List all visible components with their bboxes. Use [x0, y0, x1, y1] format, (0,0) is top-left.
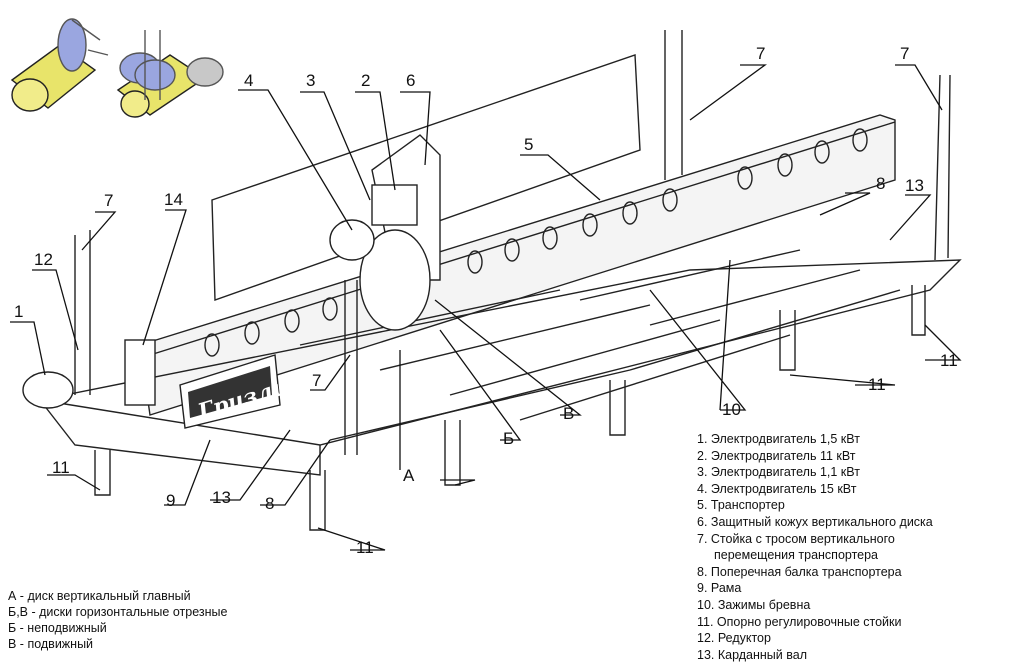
callout-14: 14	[164, 190, 183, 209]
legend-item: 1. Электродвигатель 1,5 кВт	[697, 432, 860, 446]
legend-item: 13. Карданный вал	[697, 647, 807, 662]
callout-V: В	[563, 404, 574, 423]
inset-horizontal-disks	[116, 30, 224, 118]
callout-10: 10	[722, 400, 741, 419]
callout-3: 3	[306, 71, 315, 90]
callout-12: 12	[34, 250, 53, 269]
inset-vertical-disk	[10, 18, 109, 112]
legend-item: 9. Рама	[697, 581, 742, 596]
callout-2: 2	[361, 71, 370, 90]
legend-item: 6. Защитный кожух вертикального диска	[697, 514, 933, 529]
legend-disk-item: А - диск вертикальный главный	[8, 589, 191, 603]
callout-8-right: 8	[876, 174, 885, 193]
callout-13-left: 13	[212, 488, 231, 507]
callout-13-right: 13	[905, 176, 924, 195]
callout-7-right: 7	[900, 44, 909, 63]
legend-item: 11. Опорно регулировочные стойки	[697, 614, 902, 629]
legend-components: 1. Электродвигатель 1,5 кВт 2. Электродв…	[697, 431, 933, 663]
legend-item: 8. Поперечная балка транспортера	[697, 564, 902, 579]
callout-labels: 4 3 2 6 5 7 7 7 12 1 14 8 13 7 10 11 11 …	[14, 44, 958, 557]
legend-item: 10. Зажимы бревна	[697, 597, 811, 612]
legend-item: 3. Электродвигатель 1,1 кВт	[697, 465, 860, 480]
callout-1: 1	[14, 302, 23, 321]
callout-9: 9	[166, 491, 175, 510]
callout-5: 5	[524, 135, 533, 154]
machine-lines	[10, 18, 962, 531]
callout-B: Б	[503, 429, 514, 448]
legend-item-continuation: перемещения транспортера	[714, 548, 879, 563]
legend-item: 5. Транспортер	[697, 498, 785, 513]
beam-holes	[204, 128, 868, 357]
callout-11-mid: 11	[868, 375, 886, 394]
legend-disk-item: Б,В - диски горизонтальные отрезные	[8, 605, 228, 619]
callout-11-left: 11	[52, 458, 70, 477]
legend-item: 2. Электродвигатель 11 кВт	[697, 448, 856, 463]
callout-7-center: 7	[312, 371, 321, 390]
callout-6: 6	[406, 71, 415, 90]
callout-7-top: 7	[756, 44, 765, 63]
legend-item: 4. Электродвигатель 15 кВт	[697, 481, 857, 496]
legend-disk-item: В - подвижный	[8, 637, 94, 651]
legend-disk-item: Б - неподвижный	[8, 621, 107, 635]
callout-8-left: 8	[265, 494, 274, 513]
callout-11-right: 11	[940, 351, 958, 370]
callout-A: А	[403, 466, 415, 485]
callout-4: 4	[244, 71, 253, 90]
callout-11-front: 11	[356, 538, 374, 557]
leader-lines	[10, 64, 962, 551]
legend-item: 7. Стойка с тросом вертикального	[697, 531, 895, 546]
legend-disks: А - диск вертикальный главный Б,В - диск…	[8, 588, 227, 652]
legend-item: 12. Редуктор	[697, 631, 771, 646]
callout-7-left: 7	[104, 191, 113, 210]
